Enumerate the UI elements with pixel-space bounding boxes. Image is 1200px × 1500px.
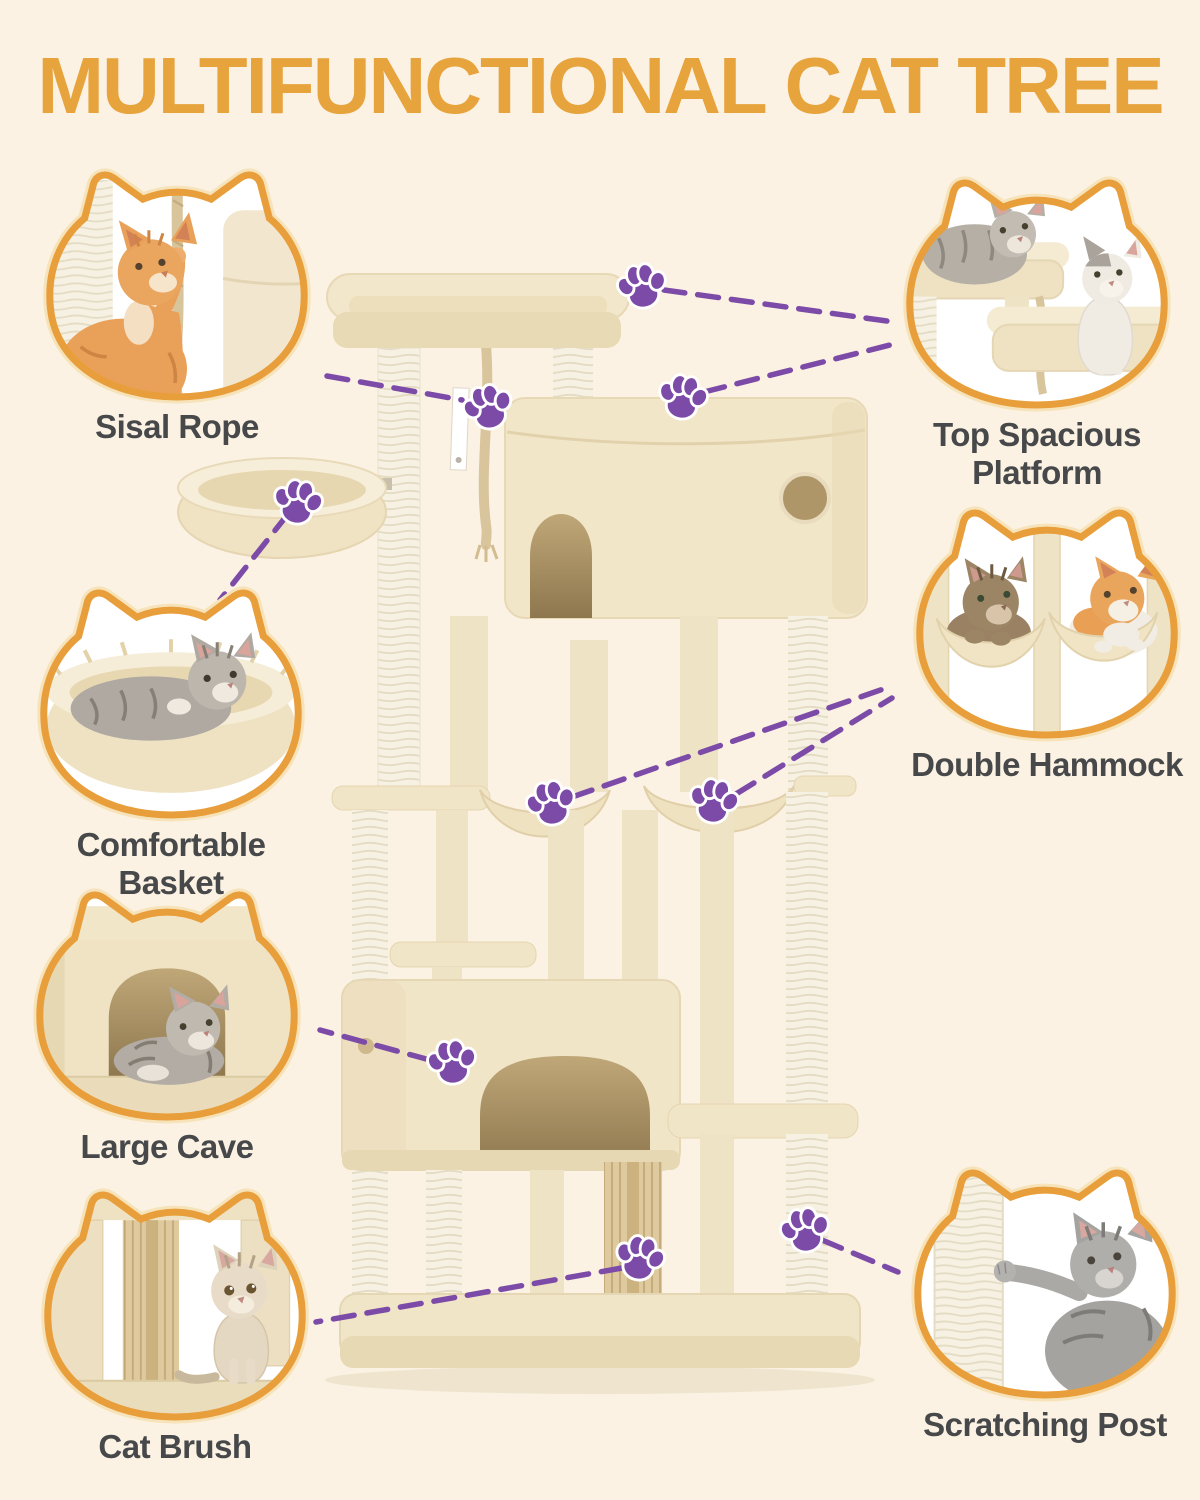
sisal-post [377,347,421,791]
connector-line [733,695,895,797]
callout-label: Large Cave [80,1128,254,1165]
cat-head-frame [24,1180,326,1426]
callout-double-hammock: Double Hammock [896,498,1198,784]
silver-cat-lying [113,984,230,1085]
white-cat-sitting [1077,234,1142,376]
comfortable-basket-photo [43,593,299,815]
connector-line [661,287,897,325]
connector-line [217,511,291,603]
cat-head-frame [894,1158,1196,1404]
callout-large-cave: Large Cave [16,880,318,1166]
callout-comfortable-basket: Comfortable Basket [20,578,322,902]
connector-line [324,373,465,403]
callout-top-spacious-platform: Top Spacious Platform [886,168,1188,492]
floor-shadow [325,1366,875,1394]
sisal-post [933,1173,1004,1395]
brown-tabby-cat [962,556,1027,646]
orange-white-cat [1090,554,1158,653]
cat-head-frame [20,578,322,824]
step-platform [389,941,537,968]
side-platform [667,1103,859,1139]
plush-post [622,810,658,982]
side-platform [331,785,491,811]
callout-label: Double Hammock [911,746,1183,783]
callout-sisal-rope: Sisal Rope [26,160,328,446]
top-platform [326,273,630,348]
callout-scratching-post: Scratching Post [894,1158,1196,1444]
sisal-post [426,1170,462,1296]
top-platform-photo [909,183,1165,405]
connector-line [313,1265,625,1325]
cream-kitten [174,1242,278,1385]
plush-post [680,616,718,792]
connector-line [819,1237,901,1275]
scratching-post-photo [917,1173,1173,1395]
cat-head-frame [16,880,318,1126]
plush-post [548,810,584,982]
cat-head-frame [896,498,1198,744]
sisal-rope-photo [49,175,305,397]
sisal-post [786,792,828,1108]
callout-label: Comfortable Basket [76,826,266,901]
sisal-post [788,616,828,792]
base-board [339,1293,861,1368]
cave-opening [480,1056,650,1170]
plush-post [700,1134,734,1296]
callout-cat-brush: Cat Brush [24,1180,326,1466]
sisal-post [553,348,593,400]
page-title: MULTIFUNCTIONAL CAT TREE [37,41,1164,130]
connector-line [317,1027,433,1063]
upper-condo [504,397,868,619]
cat-head-frame [26,160,328,406]
plush-post [700,796,734,1108]
condo-door [530,514,592,618]
silver-cat [70,632,256,741]
connector-line [569,683,895,800]
rope-frayed-end [474,544,499,562]
callout-label: Sisal Rope [95,408,259,445]
callout-label: Top Spacious Platform [933,416,1141,491]
lower-cave [341,979,681,1171]
large-cave-photo [39,895,295,1117]
cat-brush-photo [47,1195,303,1417]
connector-lines [217,287,901,1325]
plush-post [432,967,462,982]
peek-hole [781,474,829,522]
plush-post [436,810,468,944]
cat-head-frame [886,168,1188,414]
callout-label: Cat Brush [98,1428,252,1465]
double-hammock-photo [919,513,1175,735]
callout-label: Scratching Post [923,1406,1167,1443]
plush-post [223,210,305,397]
plush-post [570,640,608,792]
plush-post [450,616,488,792]
connector-line [701,341,897,395]
hanging-rope [478,340,493,550]
plush-post [530,1170,564,1296]
